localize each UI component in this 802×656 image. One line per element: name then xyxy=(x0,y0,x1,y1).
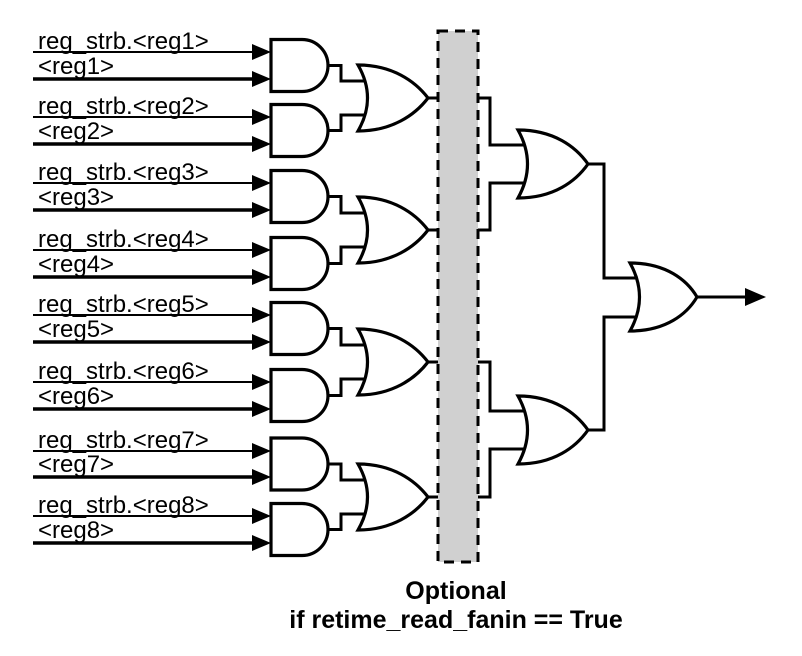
arrowhead-icon xyxy=(252,109,271,125)
arrowhead-icon xyxy=(252,175,271,191)
wire-and8-or4 xyxy=(328,512,384,531)
strobe-label: reg_strb.<reg1> xyxy=(38,28,209,55)
strobe-label: reg_strb.<reg3> xyxy=(38,159,209,186)
arrowhead-icon xyxy=(252,136,271,152)
and-gate-1 xyxy=(269,37,330,94)
value-label: <reg3> xyxy=(38,184,114,211)
value-label: <reg1> xyxy=(38,53,114,80)
input-row-1: reg_strb.<reg1> <reg1> xyxy=(33,28,271,87)
wire-stage3bot-final xyxy=(588,315,652,432)
wire-and2-or1 xyxy=(328,113,384,132)
arrowhead-icon xyxy=(252,269,271,285)
or-gate-stage2-1 xyxy=(355,63,431,133)
and-gate-6 xyxy=(269,367,330,424)
value-label: <reg5> xyxy=(38,316,114,343)
input-row-3: reg_strb.<reg3> <reg3> xyxy=(33,159,271,218)
or-gate-stage3-bottom xyxy=(515,394,590,466)
and-gate-7 xyxy=(269,436,330,492)
input-row-7: reg_strb.<reg7> <reg7> xyxy=(33,427,271,485)
strobe-label: reg_strb.<reg7> xyxy=(38,427,209,454)
caption: Optional if retime_read_fanin == True xyxy=(289,577,623,634)
strobe-label: reg_strb.<reg4> xyxy=(38,226,209,253)
and-gate-5 xyxy=(269,300,330,357)
stage3-to-final-wires xyxy=(588,162,652,432)
arrowhead-icon xyxy=(252,443,271,459)
wire-and5-or3 xyxy=(328,327,384,347)
input-row-6: reg_strb.<reg6> <reg6> xyxy=(33,358,271,417)
and-to-or-wires xyxy=(328,64,384,531)
arrowhead-icon xyxy=(252,242,271,258)
arrowhead-icon xyxy=(252,508,271,524)
and-gate-8 xyxy=(269,501,330,558)
caption-line2: if retime_read_fanin == True xyxy=(289,606,623,634)
value-label: <reg4> xyxy=(38,251,114,278)
value-label: <reg7> xyxy=(38,451,114,478)
or-gates-stage3 xyxy=(515,128,590,466)
input-row-5: reg_strb.<reg5> <reg5> xyxy=(33,291,271,350)
strobe-label: reg_strb.<reg6> xyxy=(38,358,209,385)
or-gate-stage2-3 xyxy=(355,327,431,397)
optional-retime-region xyxy=(436,29,480,564)
arrowhead-icon xyxy=(252,535,271,551)
strobe-label: reg_strb.<reg2> xyxy=(38,93,209,120)
strobe-label: reg_strb.<reg8> xyxy=(38,492,209,519)
value-label: <reg6> xyxy=(38,383,114,410)
input-row-2: reg_strb.<reg2> <reg2> xyxy=(33,93,271,152)
wire-and1-or1 xyxy=(328,64,384,83)
input-row-4: reg_strb.<reg4> <reg4> xyxy=(33,226,271,285)
or-gate-stage3-top xyxy=(515,128,590,200)
or-gate-stage2-2 xyxy=(355,195,431,265)
value-label: <reg2> xyxy=(38,118,114,145)
wire-stage3top-final xyxy=(588,162,652,280)
and-gates xyxy=(269,37,330,558)
caption-line1: Optional xyxy=(405,577,506,605)
value-label: <reg8> xyxy=(38,517,114,544)
wire-and7-or4 xyxy=(328,462,384,482)
arrowhead-icon xyxy=(252,202,271,218)
arrowhead-icon xyxy=(252,307,271,323)
arrowhead-icon xyxy=(252,71,271,87)
arrowhead-icon xyxy=(252,374,271,390)
arrowhead-icon xyxy=(252,401,271,417)
input-rows: reg_strb.<reg1> <reg1> reg_strb.<reg2> <… xyxy=(33,28,271,551)
arrowhead-icon xyxy=(252,334,271,350)
or-gates-stage2 xyxy=(355,63,431,532)
arrowhead-icon xyxy=(252,469,271,485)
and-gate-4 xyxy=(269,235,330,292)
output-arrowhead-icon xyxy=(745,288,766,306)
arrowhead-icon xyxy=(252,44,271,60)
wire-and4-or2 xyxy=(328,245,384,265)
input-row-8: reg_strb.<reg8> <reg8> xyxy=(33,492,271,551)
or-gate-stage2-4 xyxy=(355,462,431,532)
and-gate-3 xyxy=(269,168,330,225)
strobe-label: reg_strb.<reg5> xyxy=(38,291,209,318)
wire-and6-or3 xyxy=(328,377,384,397)
or-gate-final xyxy=(627,261,699,333)
and-gate-2 xyxy=(269,102,330,159)
wire-and3-or2 xyxy=(328,195,384,215)
